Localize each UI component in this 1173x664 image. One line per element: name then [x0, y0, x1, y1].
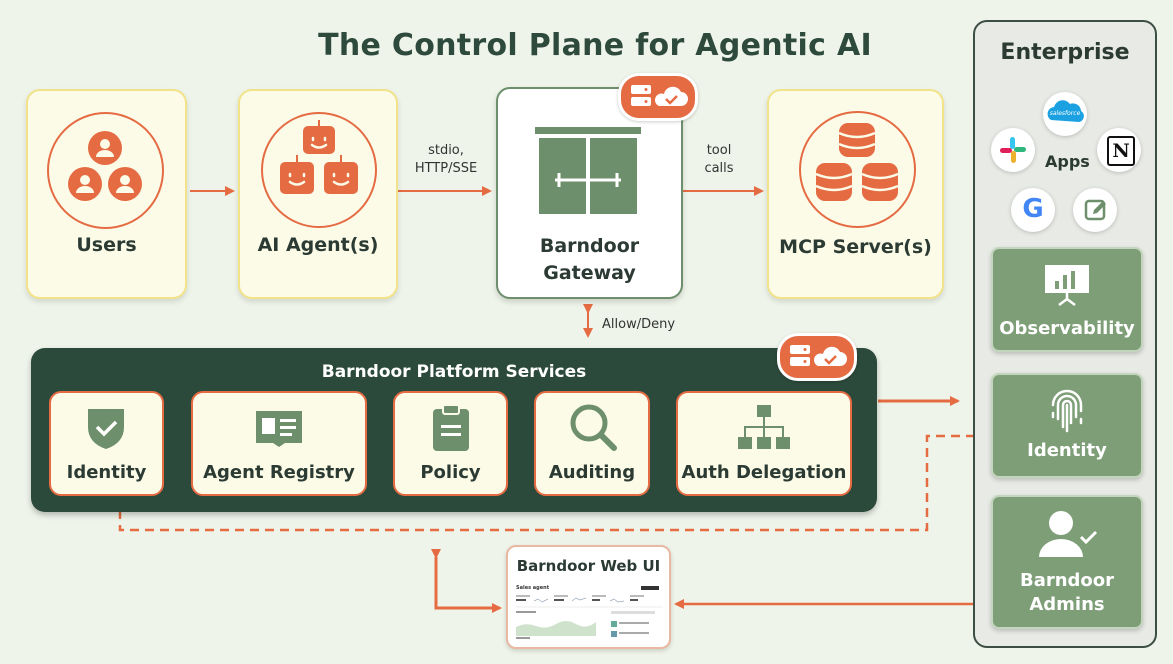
server-cloud-badge-icon	[618, 73, 698, 121]
gateway-node: Barndoor Gateway	[496, 87, 683, 299]
allow-deny-label: Allow/Deny	[602, 317, 676, 332]
robot-icon	[261, 112, 377, 228]
observability-box: Observability	[991, 247, 1143, 352]
enterprise-title: Enterprise	[1000, 40, 1130, 65]
platform-services-panel: Barndoor Platform Services Identity Agen…	[31, 348, 877, 512]
database-icon	[799, 111, 916, 228]
web-ui-title: Barndoor Web UI	[516, 557, 661, 575]
service-agent-registry: Agent Registry	[191, 391, 367, 496]
service-policy: Policy	[393, 391, 508, 496]
enterprise-identity-box: Identity	[991, 373, 1143, 478]
service-auth-delegation: Auth Delegation	[676, 391, 852, 496]
gateway-label-line2: Gateway	[543, 262, 636, 284]
edit-icon	[1073, 188, 1117, 232]
enterprise-panel: Enterprise salesforce Apps N G Obse	[973, 20, 1157, 648]
magnifier-icon	[570, 404, 617, 451]
service-auditing-label: Auditing	[548, 462, 636, 483]
service-auditing: Auditing	[534, 391, 650, 496]
clipboard-icon	[433, 404, 469, 451]
dashed-identity-link	[118, 431, 1018, 532]
users-node: Users	[26, 89, 187, 299]
notion-icon: N	[1097, 128, 1141, 172]
users-icon	[47, 112, 164, 229]
service-identity-label: Identity	[66, 462, 147, 483]
service-auth-delegation-label: Auth Delegation	[681, 462, 847, 483]
platform-title: Barndoor Platform Services	[321, 362, 587, 382]
transport-line2: HTTP/SSE	[414, 161, 478, 176]
hierarchy-icon	[738, 405, 790, 449]
id-card-icon	[256, 411, 302, 447]
admins-label-line2: Admins	[1029, 594, 1105, 615]
tool-calls-edge-label: tool calls	[688, 142, 750, 178]
page-title: The Control Plane for Agentic AI	[318, 28, 872, 63]
apps-label: Apps	[1045, 152, 1090, 171]
enterprise-identity-label: Identity	[1027, 440, 1107, 461]
service-agent-registry-label: Agent Registry	[203, 462, 355, 483]
barn-door-icon	[535, 125, 641, 221]
platform-server-cloud-badge-icon	[777, 333, 857, 381]
salesforce-icon: salesforce	[1043, 92, 1087, 136]
admin-user-check-icon	[1039, 511, 1098, 557]
dashboard-screenshot-thumbnail: Sales agent	[516, 583, 663, 641]
barndoor-admins-box: Barndoor Admins	[991, 495, 1143, 629]
service-policy-label: Policy	[420, 462, 481, 483]
salesforce-text: salesforce	[1049, 110, 1081, 117]
mcp-node: MCP Server(s)	[767, 89, 944, 299]
tool-line2: calls	[704, 161, 734, 176]
slack-icon	[991, 128, 1035, 172]
google-glyph: G	[1022, 194, 1044, 224]
users-label: Users	[76, 234, 137, 256]
transport-edge-label: stdio, HTTP/SSE	[400, 142, 492, 178]
arrow-webui-bidirectional	[431, 549, 502, 613]
gateway-label-line1: Barndoor	[539, 235, 640, 257]
service-identity: Identity	[49, 391, 164, 496]
transport-line1: stdio,	[428, 143, 464, 158]
presentation-chart-icon	[1045, 265, 1089, 306]
agents-label: AI Agent(s)	[257, 234, 379, 256]
tool-line1: tool	[706, 143, 732, 158]
google-icon: G	[1011, 188, 1055, 232]
fingerprint-icon	[1051, 389, 1083, 433]
web-ui-node[interactable]: Barndoor Web UI Sales agent	[506, 545, 671, 649]
shield-check-icon	[88, 409, 124, 449]
admins-label-line1: Barndoor	[1019, 570, 1115, 591]
mock-heading: Sales agent	[516, 585, 550, 591]
notion-glyph: N	[1107, 136, 1135, 166]
observability-label: Observability	[999, 318, 1135, 339]
mcp-label: MCP Server(s)	[779, 236, 932, 258]
agents-node: AI Agent(s)	[238, 89, 398, 299]
